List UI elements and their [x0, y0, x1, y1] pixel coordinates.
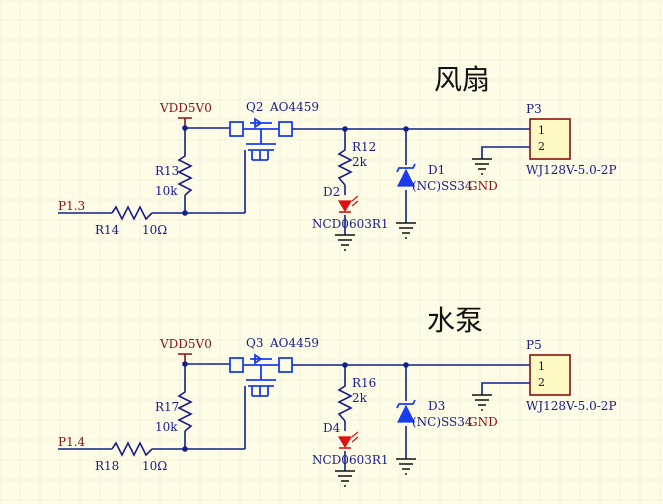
resistor-value: 2k [352, 155, 368, 169]
led-value: NCD0603R1 [312, 217, 389, 231]
power-label: VDD5V0 [159, 101, 212, 115]
diode-value: (NC)SS34 [412, 415, 473, 429]
junction-dot [182, 446, 188, 452]
led-ref: D2 [323, 185, 340, 199]
mosfet-ref: Q3 [246, 336, 263, 350]
resistor-r17: R17 10k [155, 388, 193, 434]
wires [58, 127, 530, 235]
fan-circuit: 风扇 VDD5V0 P1.3 [58, 63, 617, 251]
power-symbol: VDD5V0 [159, 101, 212, 128]
ground-symbol [335, 234, 355, 251]
connector-ref: P3 [526, 102, 542, 116]
connector-p3: P3 1 2 WJ128V-5.0-2P [526, 102, 617, 177]
mosfet-ref: Q2 [246, 100, 263, 114]
resistor-r14: R14 10Ω [95, 205, 167, 237]
connector-pin: 1 [538, 360, 545, 373]
wires [58, 363, 530, 471]
resistor-ref: R12 [352, 140, 376, 154]
ground-symbol [472, 394, 492, 411]
led-d2: D2 NCD0603R1 [312, 185, 389, 231]
junction-dot [342, 362, 348, 368]
ground-symbol [335, 470, 355, 487]
diode-ref: D1 [428, 163, 445, 177]
resistor-r16: R16 2k [337, 376, 376, 422]
resistor-ref: R14 [95, 223, 120, 237]
connector-value: WJ128V-5.0-2P [526, 163, 617, 177]
connector-value: WJ128V-5.0-2P [526, 399, 617, 413]
diode-ref: D3 [428, 399, 445, 413]
ground-symbol [472, 158, 492, 175]
mosfet-value: AO4459 [269, 336, 319, 350]
junction-dot [403, 362, 409, 368]
diode-value: (NC)SS34 [412, 179, 473, 193]
gnd-label: GND [468, 179, 498, 193]
resistor-r13: R13 10k [155, 152, 193, 198]
resistor-value: 10k [155, 420, 178, 434]
resistor-value: 10Ω [142, 459, 167, 473]
mosfet-q3: Q3 AO4459 [229, 336, 319, 397]
net-label: P1.4 [58, 435, 86, 449]
pump-circuit: 水泵 VDD5V0 P1.4 R18 10Ω [58, 304, 617, 487]
led-value: NCD0603R1 [312, 453, 389, 467]
led-d4: D4 NCD0603R1 [312, 421, 389, 467]
resistor-value: 10Ω [142, 223, 167, 237]
diode-d3: D3 (NC)SS34 GND [396, 399, 498, 429]
resistor-r12: R12 2k [337, 140, 376, 186]
power-label: VDD5V0 [159, 337, 212, 351]
junction-dot [182, 125, 188, 131]
mosfet-value: AO4459 [269, 100, 319, 114]
junction-dot [403, 126, 409, 132]
circuit-title: 水泵 [427, 304, 483, 337]
resistor-ref: R16 [352, 376, 376, 390]
mosfet-q2: Q2 AO4459 [229, 100, 319, 161]
diode-d1: D1 (NC)SS34 GND [396, 163, 498, 193]
resistor-ref: R17 [155, 400, 179, 414]
gnd-label: GND [468, 415, 498, 429]
resistor-ref: R13 [155, 164, 179, 178]
connector-p5: P5 1 2 WJ128V-5.0-2P [526, 338, 617, 413]
ground-symbol [396, 222, 416, 239]
junction-dot [182, 361, 188, 367]
junction-dot [182, 210, 188, 216]
connector-pin: 1 [538, 124, 545, 137]
connector-pin: 2 [538, 140, 545, 153]
circuit-title: 风扇 [434, 63, 490, 96]
resistor-value: 10k [155, 184, 178, 198]
connector-ref: P5 [526, 338, 542, 352]
resistor-value: 2k [352, 391, 368, 405]
junction-dot [342, 126, 348, 132]
connector-pin: 2 [538, 376, 545, 389]
led-ref: D4 [323, 421, 341, 435]
net-label: P1.3 [58, 199, 85, 213]
ground-symbol [396, 458, 416, 475]
resistor-r18: R18 10Ω [95, 441, 167, 473]
resistor-ref: R18 [95, 459, 119, 473]
